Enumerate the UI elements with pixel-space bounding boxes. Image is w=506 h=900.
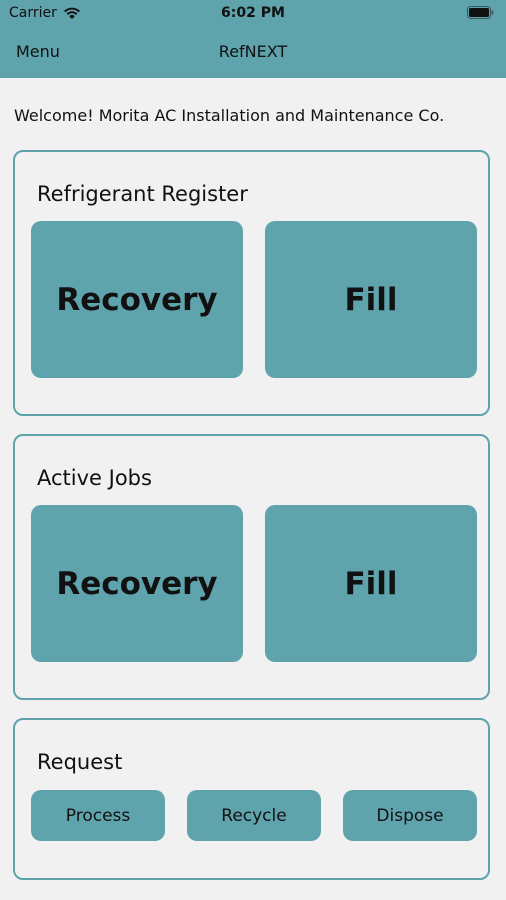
request-title: Request	[37, 750, 123, 774]
jobs-recovery-button[interactable]: Recovery	[31, 505, 243, 662]
register-recovery-button[interactable]: Recovery	[31, 221, 243, 378]
status-time: 6:02 PM	[221, 5, 285, 21]
jobs-fill-button[interactable]: Fill	[265, 505, 477, 662]
request-process-button[interactable]: Process	[31, 790, 165, 841]
carrier-indicator: Carrier	[9, 5, 82, 21]
active-jobs-title: Active Jobs	[37, 466, 152, 490]
app-title: RefNEXT	[218, 42, 288, 61]
request-card: Request Process Recycle Dispose	[13, 718, 490, 880]
refrigerant-register-card: Refrigerant Register Recovery Fill	[13, 150, 490, 416]
refrigerant-register-title: Refrigerant Register	[37, 182, 248, 206]
top-bar: Carrier 6:02 PM Menu RefNEXT	[0, 0, 506, 78]
active-jobs-card: Active Jobs Recovery Fill	[13, 434, 490, 700]
register-fill-button[interactable]: Fill	[265, 221, 477, 378]
wifi-icon	[63, 7, 80, 19]
request-dispose-button[interactable]: Dispose	[343, 790, 477, 841]
carrier-label: Carrier	[9, 5, 57, 21]
status-bar: Carrier 6:02 PM	[0, 0, 506, 28]
request-recycle-button[interactable]: Recycle	[187, 790, 321, 841]
menu-button[interactable]: Menu	[16, 42, 60, 61]
nav-bar: Menu RefNEXT	[0, 28, 506, 78]
welcome-message: Welcome! Morita AC Installation and Main…	[14, 106, 445, 125]
battery-icon	[467, 6, 494, 19]
